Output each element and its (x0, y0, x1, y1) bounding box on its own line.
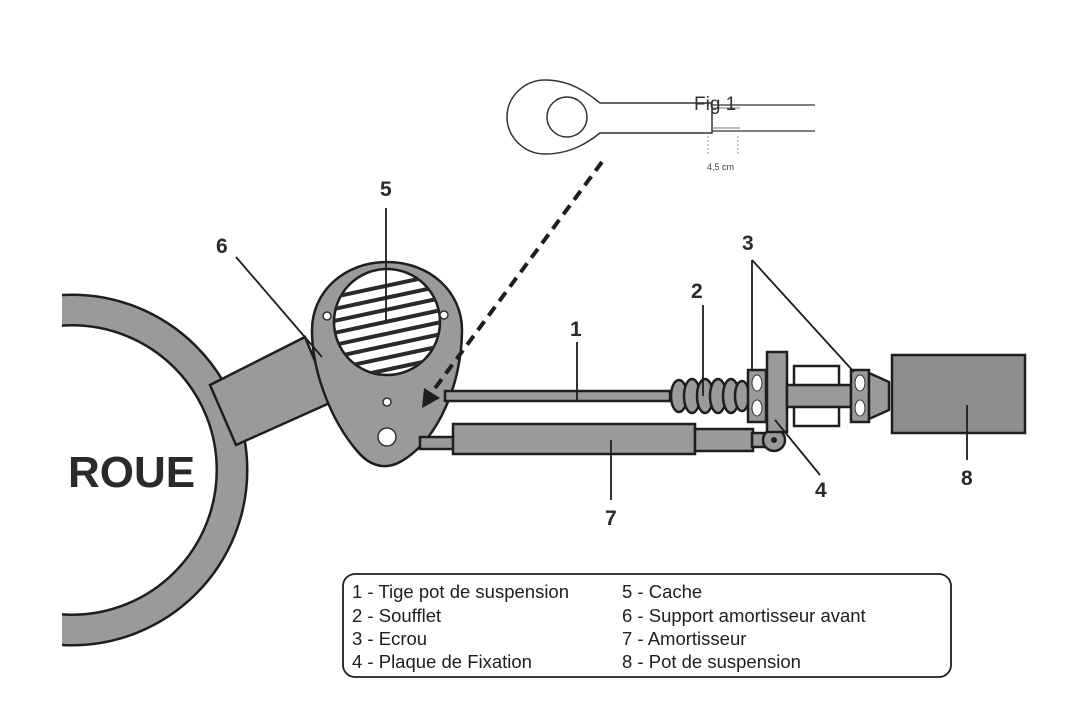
leader-6 (235, 256, 323, 358)
cone-adapter (867, 371, 891, 421)
shock-eye-pin (771, 437, 777, 443)
legend-item-5: 5 - Cache (622, 581, 702, 602)
shock-absorber (451, 422, 697, 456)
window-top (792, 364, 841, 387)
nut-left (746, 368, 768, 424)
legend-item-8: 8 - Pot de suspension (622, 651, 801, 672)
fig1-title: Fig 1 (694, 94, 736, 115)
callout-4: 4 (815, 479, 827, 502)
fig1-dimension: 4,5 cm (707, 162, 734, 172)
screw-hole-right (439, 310, 449, 320)
suspension-rod (443, 389, 672, 403)
mounting-plate (765, 350, 789, 434)
callout-1: 1 (570, 318, 582, 341)
wheel-label: ROUE (68, 448, 195, 497)
legend-item-7: 7 - Amortisseur (622, 628, 746, 649)
mount-hole (377, 427, 397, 447)
suspension-pot (890, 353, 1027, 435)
legend-item-2: 2 - Soufflet (352, 605, 441, 626)
callout-2: 2 (691, 280, 703, 303)
legend-item-3: 3 - Ecrou (352, 628, 427, 649)
legend: 1 - Tige pot de suspension 2 - Soufflet … (342, 573, 952, 678)
legend-item-6: 6 - Support amortisseur avant (622, 605, 866, 626)
screw-hole-left (322, 311, 332, 321)
shock-rod-left (418, 435, 457, 451)
callout-8: 8 (961, 467, 973, 490)
callout-7: 7 (605, 507, 617, 530)
shock-rod-right (693, 427, 755, 453)
legend-box (342, 573, 952, 678)
legend-item-4: 4 - Plaque de Fixation (352, 651, 532, 672)
fig1-detail (506, 79, 815, 155)
detail-pointer-arrow (428, 160, 604, 397)
arrow-head-icon (422, 388, 440, 408)
callout-5: 5 (380, 178, 392, 201)
callout-3: 3 (742, 232, 754, 255)
screw-hole-bottom (382, 397, 392, 407)
callout-6: 6 (216, 235, 228, 258)
legend-item-1: 1 - Tige pot de suspension (352, 581, 569, 602)
threaded-body (785, 383, 853, 409)
leader-3b (751, 259, 855, 373)
nut-right (849, 368, 871, 424)
wheel (62, 293, 249, 647)
window-bottom (792, 405, 841, 428)
leader-4 (774, 419, 821, 476)
bellows-soufflet (669, 377, 751, 415)
